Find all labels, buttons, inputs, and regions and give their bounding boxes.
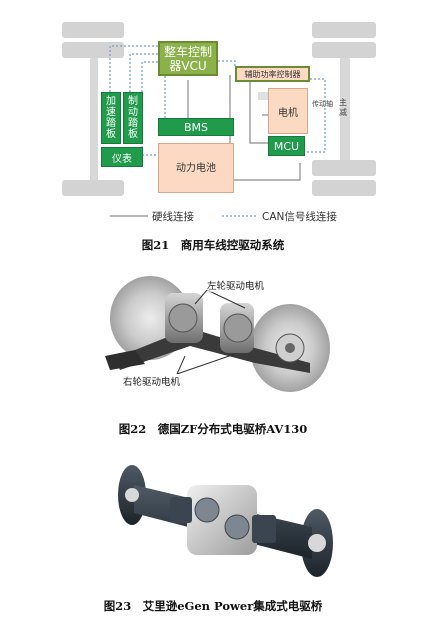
bms-label: BMS (183, 120, 209, 134)
figure-22-caption: 图22 德国ZF分布式电驱桥AV130 (118, 422, 308, 436)
mcu-label: MCU (273, 139, 300, 153)
legend-can-label: CAN信号线连接 (262, 211, 337, 223)
vcu-box: 整车控制器VCU (158, 41, 218, 76)
instrument-box: 仪表 (101, 147, 143, 167)
battery-box: 动力电池 (158, 143, 234, 193)
wheel-front-right-1 (312, 22, 376, 38)
figure-22-image: 左轮驱动电机 右轮驱动电机 (95, 268, 335, 398)
motor-label: 电机 (278, 107, 298, 119)
figure-21-caption: 图21 商用车线控驱动系统 (141, 238, 285, 252)
zf-axle-illustration (105, 276, 330, 392)
main-reducer-label: 主减 (339, 98, 347, 117)
accel-pedal-box: 加速踏板 (101, 92, 121, 144)
wheel-rear-left-1 (62, 180, 124, 196)
vcu-label: 整车控制器VCU (163, 44, 212, 73)
wheel-front-right-2 (312, 42, 376, 58)
instrument-label: 仪表 (112, 153, 132, 165)
aux-controller-label: 辅助功率控制器 (244, 69, 301, 79)
aux-controller-box: 辅助功率控制器 (235, 66, 310, 82)
motor-box: 电机 (268, 88, 308, 134)
brake-pedal-box: 制动踏板 (123, 92, 143, 144)
eg-power-axle-illustration (118, 465, 333, 577)
legend-hard-label: 硬线连接 (152, 211, 194, 223)
figure-21-diagram: 整车控制器VCU 辅助功率控制器 加速踏板 制动踏板 仪表 BMS 动力电池 电… (0, 0, 426, 235)
figure-23-image (112, 455, 337, 583)
right-motor-label: 右轮驱动电机 (123, 374, 181, 388)
figure-23-caption: 图23 艾里逊eGen Power集成式电驱桥 (103, 599, 323, 613)
brake-pedal-label: 制动踏板 (128, 96, 138, 140)
wheel-front-left-2 (62, 42, 124, 58)
battery-label: 动力电池 (176, 162, 216, 174)
accel-pedal-label: 加速踏板 (106, 96, 116, 140)
wheel-rear-right-1 (312, 160, 376, 176)
wheel-rear-right-2 (312, 180, 376, 196)
bms-box: BMS (158, 118, 234, 136)
drive-shaft-label: 传动轴 (312, 100, 333, 108)
mcu-box: MCU (268, 136, 305, 156)
wheel-front-left-1 (62, 22, 124, 38)
left-motor-label: 左轮驱动电机 (207, 278, 265, 292)
